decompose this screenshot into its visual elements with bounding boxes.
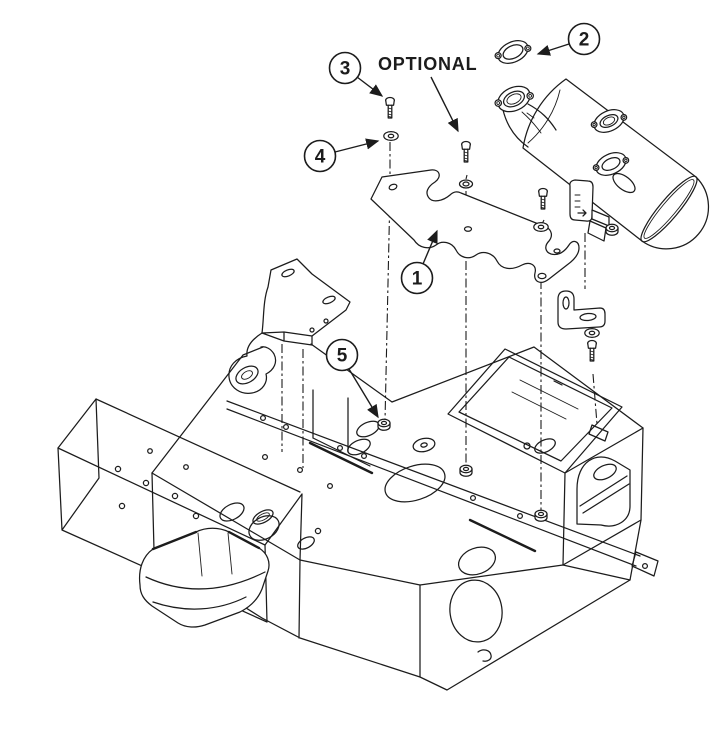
muffler bbox=[494, 78, 710, 250]
mounting-plate bbox=[370, 169, 580, 283]
callout-2-leader bbox=[536, 43, 570, 56]
callout-4-leader bbox=[334, 138, 380, 153]
muffler-end-cap bbox=[640, 175, 698, 243]
callout-3: 3 bbox=[328, 51, 384, 97]
frame-nut-right bbox=[534, 509, 548, 522]
bracket-bolt bbox=[538, 187, 548, 210]
hanger-bolt bbox=[587, 339, 597, 362]
port-flange-lower bbox=[592, 152, 636, 194]
callout-2-number: 2 bbox=[579, 30, 590, 51]
callout-5-circle bbox=[325, 338, 359, 372]
washer-item4 bbox=[383, 130, 399, 142]
callout-2-circle bbox=[567, 22, 601, 56]
callout-4-circle bbox=[303, 139, 337, 173]
hanger-washer bbox=[584, 327, 600, 339]
hanger-bracket bbox=[557, 290, 606, 330]
deck-grommet bbox=[412, 437, 436, 453]
callouts: OPTIONAL 1 2 3 4 5 bbox=[303, 22, 601, 419]
frame-tower-bracket bbox=[228, 258, 351, 394]
callout-1-leader bbox=[422, 229, 438, 265]
callout-3-circle bbox=[328, 51, 362, 85]
callout-4-number: 4 bbox=[315, 147, 326, 168]
frame bbox=[57, 258, 659, 691]
frame-chute-cover bbox=[138, 527, 270, 628]
bolt-item3 bbox=[385, 96, 395, 119]
bracket-washer bbox=[533, 221, 549, 233]
callout-1-circle bbox=[400, 261, 434, 295]
frame-cross-rail bbox=[226, 400, 659, 577]
hardware bbox=[377, 96, 606, 522]
callout-5: 5 bbox=[325, 338, 379, 419]
callout-2: 2 bbox=[536, 22, 601, 56]
optional-leader-line bbox=[430, 76, 459, 133]
frame-nut-left bbox=[459, 464, 473, 477]
callout-4: 4 bbox=[303, 138, 380, 173]
optional-label: OPTIONAL bbox=[378, 54, 477, 74]
inlet-flange bbox=[494, 85, 535, 113]
callout-5-number: 5 bbox=[337, 346, 348, 367]
nut-item5 bbox=[377, 418, 391, 431]
callout-3-number: 3 bbox=[340, 59, 351, 80]
callout-1: 1 bbox=[400, 229, 438, 295]
port-flange-upper bbox=[590, 109, 628, 133]
inlet-pipe bbox=[502, 103, 557, 148]
callout-1-number: 1 bbox=[412, 269, 423, 290]
callout-5-leader bbox=[348, 368, 379, 419]
gasket-item2 bbox=[494, 40, 532, 64]
assembly-centerlines bbox=[281, 142, 598, 511]
muffler-strap-bracket bbox=[569, 179, 619, 242]
muffler-nut bbox=[605, 223, 619, 236]
callout-3-leader bbox=[356, 76, 384, 97]
optional-bolt bbox=[461, 140, 471, 163]
frame-right-wall bbox=[562, 427, 644, 581]
